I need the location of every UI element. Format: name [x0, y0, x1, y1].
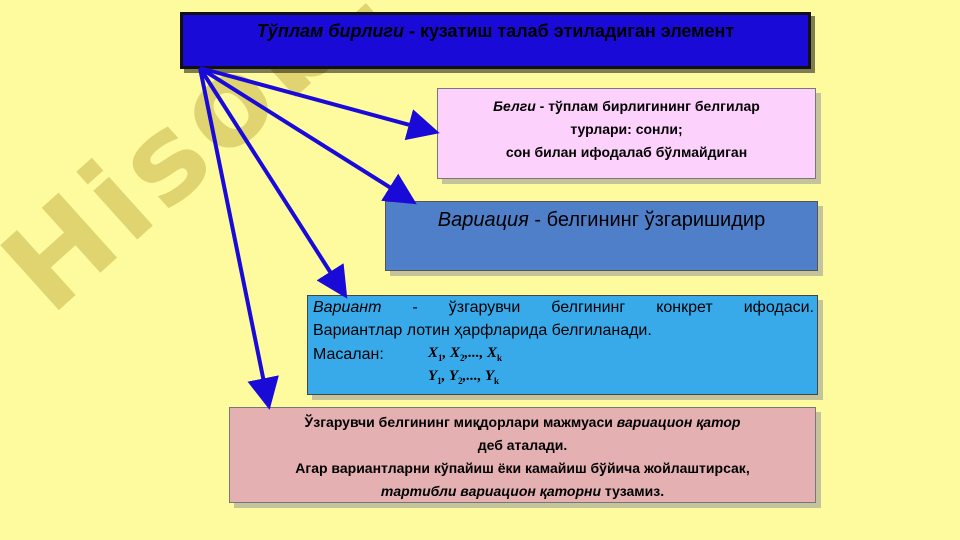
math-x-sub: 2 — [460, 353, 465, 363]
arrow-to-belgi — [199, 66, 440, 141]
qator-definition-box: Ўзгарувчи белгининг миқдорлари мажмуаси … — [229, 407, 816, 503]
qator-line-3: Агар вариантларни кўпайиш ёки камайиш бў… — [295, 460, 750, 476]
math-y-sub: 2 — [458, 376, 463, 386]
math-x-var: X — [428, 345, 439, 361]
variant-line-2: Вариантлар лотин ҳарфларида белгиланади. — [313, 322, 652, 339]
belgi-line-3: сон билан ифодалаб бўлмайдиган — [505, 144, 748, 160]
belgi-line-1: Белги - тўплам бирлигининг белгилар — [438, 95, 815, 118]
math-y-var: Y — [448, 368, 459, 384]
variant-line-3: Масалан: — [313, 346, 384, 363]
math-x-sub: 1 — [438, 353, 443, 363]
qator-line-4-text: тузамиз. — [601, 483, 665, 499]
title-term: Тўплам бирлиги — [256, 21, 405, 41]
math-y-sequence: Y1, Y2,..., Yk — [428, 368, 499, 386]
arrow-to-qator — [198, 67, 279, 410]
title-definition: - кузатиш талаб этиладиган элемент — [404, 21, 735, 41]
qator-line-4: тартибли вариацион қаторни тузамиз. — [230, 480, 815, 503]
belgi-definition-box: Белги - тўплам бирлигининг белгилар турл… — [437, 88, 816, 179]
variatsiya-text: Вариация - белгининг ўзгаришидир — [386, 209, 817, 232]
title-box: Тўплам бирлиги - кузатиш талаб этиладига… — [180, 12, 811, 69]
belgi-term: Белги — [493, 98, 536, 114]
variant-line-1: Вариант - ўзгарувчи белгининг конкрет иф… — [313, 299, 814, 317]
arrow-to-variant — [198, 66, 348, 299]
qator-line-1: Ўзгарувчи белгининг миқдорлари мажмуаси … — [230, 411, 815, 434]
variant-term: Вариант — [313, 299, 382, 316]
math-x-var: X — [487, 345, 498, 361]
qator-line-2: деб аталади. — [477, 437, 568, 453]
variant-line-1-text: - ўзгарувчи белгининг конкрет ифодаси. — [381, 299, 814, 316]
variatsiya-definition-box: Вариация - белгининг ўзгаришидир — [385, 201, 818, 271]
qator-term: вариацион қатор — [616, 414, 741, 430]
variatsiya-definition: - белгининг ўзгаришидир — [528, 209, 766, 231]
belgi-line-2: турлари: сонли; — [570, 121, 683, 137]
math-y-sub: k — [493, 376, 499, 386]
math-x-sequence: X1, X2,..., Xk — [428, 345, 503, 363]
belgi-line-1-text: - тўплам бирлигининг белгилар — [535, 98, 760, 114]
math-y-var: Y — [484, 368, 494, 384]
variatsiya-term: Вариация — [437, 209, 529, 231]
qator-term-ordered: тартибли вариацион қаторни — [380, 483, 602, 499]
qator-line-1-text: Ўзгарувчи белгининг миқдорлари мажмуаси — [304, 414, 617, 430]
arrow-to-variatsiya — [198, 66, 417, 205]
math-x-sub: k — [497, 353, 503, 363]
variant-definition-box: Вариант - ўзгарувчи белгининг конкрет иф… — [307, 295, 818, 395]
math-y-sub: 1 — [437, 376, 442, 386]
title-text: Тўплам бирлиги - кузатиш талаб этиладига… — [183, 21, 808, 42]
math-x-var: X — [450, 345, 461, 361]
math-y-var: Y — [428, 368, 438, 384]
